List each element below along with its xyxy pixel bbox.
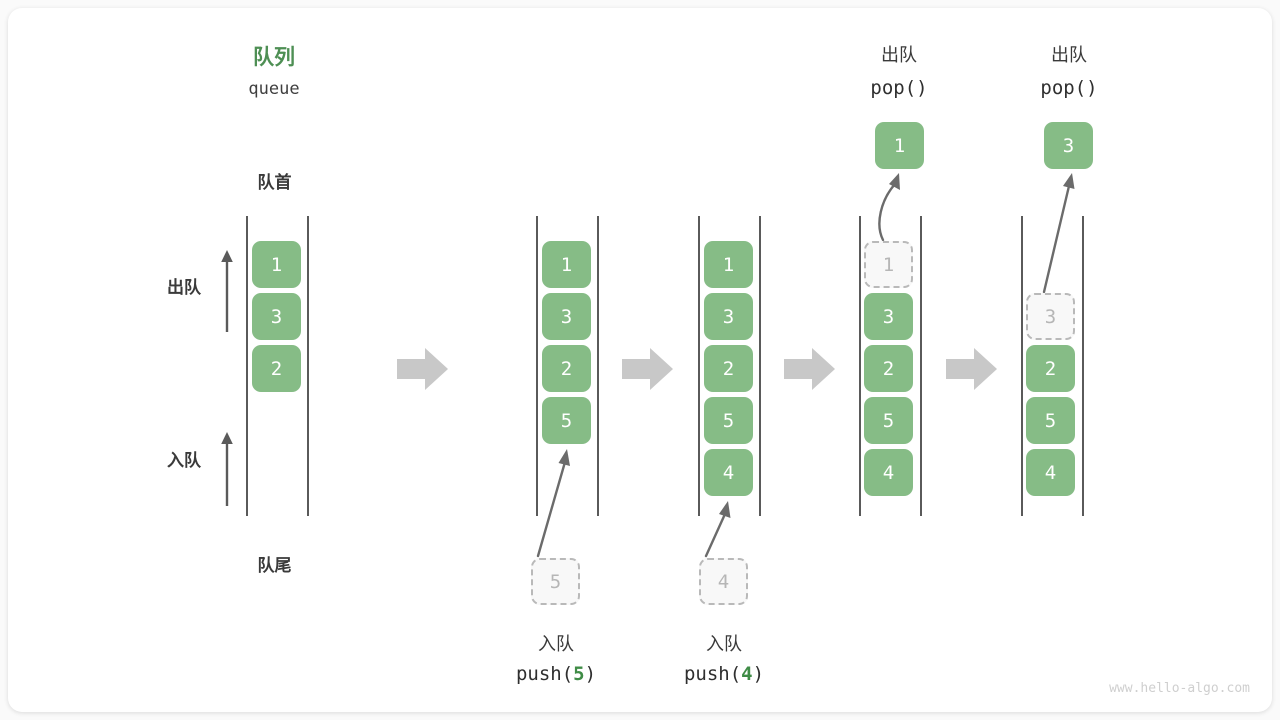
diagram-title-cn: 队列 <box>253 46 295 69</box>
queue-rail-right <box>920 216 922 516</box>
pop-arrow-icon <box>1042 173 1075 294</box>
code-prefix: push( <box>515 663 574 685</box>
push-arrow-icon <box>536 449 570 558</box>
code-suffix: ) <box>584 663 597 685</box>
queue-element: 3 <box>704 293 753 340</box>
code-prefix: pop( <box>870 77 917 99</box>
queue-rail-left <box>246 216 248 516</box>
pop-operation-code: pop() <box>834 77 964 99</box>
queue-element: 1 <box>252 241 301 288</box>
queue-element: 2 <box>252 345 301 392</box>
dequeue-direction-arrow-icon <box>221 250 233 332</box>
code-suffix: ) <box>1086 77 1098 99</box>
queue-element: 2 <box>542 345 591 392</box>
stage-transition-arrow-icon <box>946 348 997 390</box>
code-suffix: ) <box>916 77 928 99</box>
queue-rail-left <box>859 216 861 516</box>
queue-element: 5 <box>864 397 913 444</box>
queue-rail-right <box>307 216 309 516</box>
code-arg: 4 <box>741 663 753 685</box>
code-prefix: push( <box>683 663 742 685</box>
queue-rail-left <box>536 216 538 516</box>
push-source-box: 5 <box>531 558 580 605</box>
stage-transition-arrow-icon <box>784 348 835 390</box>
pop-operation-label: 出队 <box>1051 45 1087 65</box>
dequeue-direction-label: 出队 <box>167 278 201 297</box>
code-suffix: ) <box>752 663 765 685</box>
code-prefix: pop( <box>1040 77 1087 99</box>
queue-rail-left <box>1021 216 1023 516</box>
push-source-box: 4 <box>699 558 748 605</box>
queue-rail-left <box>698 216 700 516</box>
queue-element: 2 <box>864 345 913 392</box>
push-arrow-icon <box>704 501 731 558</box>
pop-operation-label: 出队 <box>881 45 917 65</box>
queue-element: 1 <box>704 241 753 288</box>
diagram-title-en: queue <box>248 79 300 99</box>
queue-rail-right <box>597 216 599 516</box>
queue-element: 3 <box>252 293 301 340</box>
stage-transition-arrow-icon <box>622 348 673 390</box>
popped-slot-ghost: 3 <box>1026 293 1075 340</box>
push-operation-label: 入队 <box>706 634 742 654</box>
push-operation-code: push(4) <box>659 663 789 685</box>
enqueue-direction-arrow-icon <box>221 432 233 506</box>
popped-element: 3 <box>1044 122 1093 169</box>
queue-rail-right <box>759 216 761 516</box>
code-arg: 5 <box>573 663 585 685</box>
queue-element: 3 <box>864 293 913 340</box>
queue-element-new: 4 <box>704 449 753 496</box>
enqueue-direction-label: 入队 <box>167 451 201 470</box>
queue-element: 5 <box>704 397 753 444</box>
queue-element: 2 <box>1026 345 1075 392</box>
queue-element: 3 <box>542 293 591 340</box>
queue-element: 5 <box>1026 397 1075 444</box>
pop-operation-code: pop() <box>1004 77 1134 99</box>
queue-element: 4 <box>864 449 913 496</box>
popped-slot-ghost: 1 <box>864 241 913 288</box>
queue-element: 2 <box>704 345 753 392</box>
queue-rear-label: 队尾 <box>257 556 292 575</box>
stage-transition-arrow-icon <box>397 348 448 390</box>
diagram-card: 队列 queue 队首 队尾 出队 入队 1 3 2 1 3 2 5 <box>8 8 1272 712</box>
queue-element: 1 <box>542 241 591 288</box>
pop-arrow-icon <box>878 173 900 242</box>
queue-rail-right <box>1082 216 1084 516</box>
watermark: www.hello-algo.com <box>1109 681 1250 696</box>
queue-element: 4 <box>1026 449 1075 496</box>
push-operation-code: push(5) <box>491 663 621 685</box>
push-operation-label: 入队 <box>538 634 574 654</box>
popped-element: 1 <box>875 122 924 169</box>
queue-front-label: 队首 <box>257 173 292 192</box>
queue-element-new: 5 <box>542 397 591 444</box>
